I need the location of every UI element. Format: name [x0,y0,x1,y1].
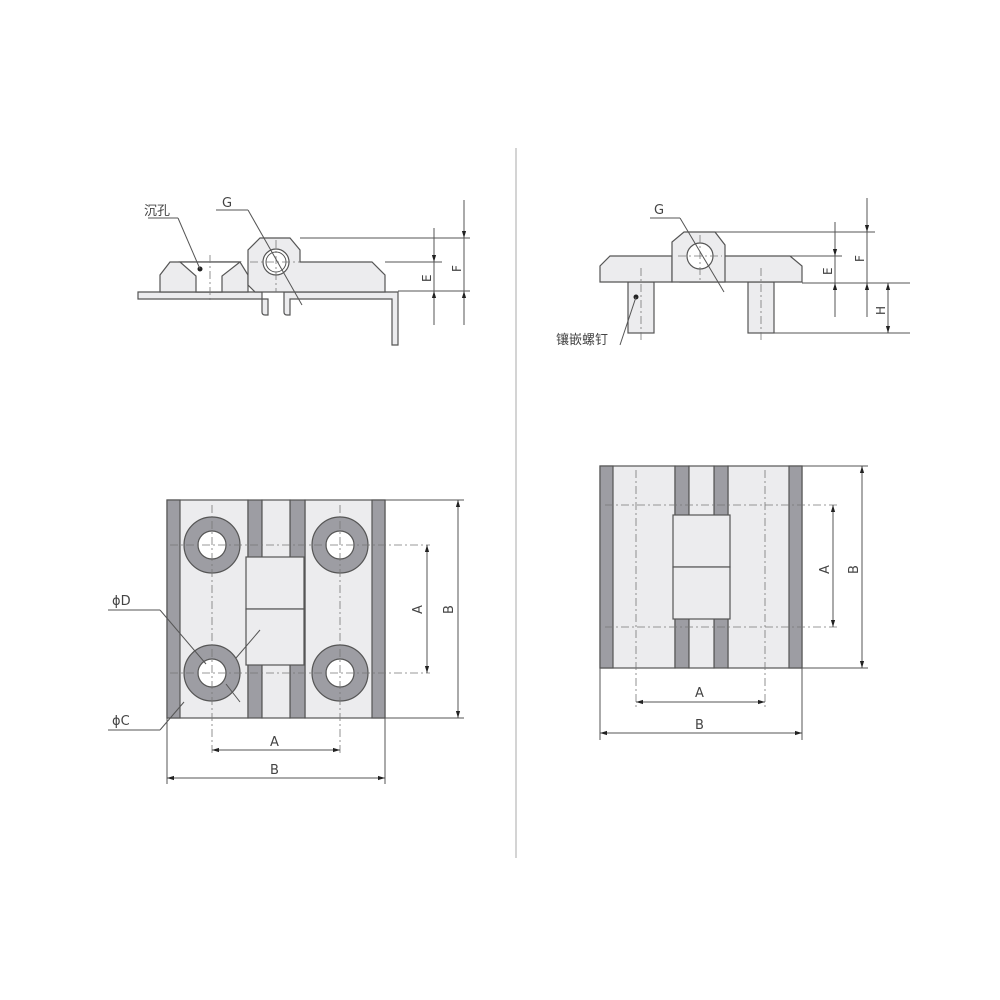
left-side-view: 沉孔 G E F [137,196,470,346]
a-label: A [818,565,833,574]
diameter-d-label: ϕD [112,594,131,609]
g-label: G [654,203,664,218]
e-label: E [821,267,835,275]
e-label: E [420,274,434,282]
b-h-label: B [270,763,279,778]
a-label: A [411,605,426,614]
f-label: F [450,265,464,272]
h-label: H [874,306,888,315]
right-front-view: A B A B [599,465,868,740]
countersink-label: 沉孔 [144,204,170,219]
diameter-c-label: ϕC [112,714,130,729]
right-side-view: 镶嵌螺钉 G E F H [556,198,910,348]
g-label: G [222,196,232,211]
b-label: B [442,605,457,614]
b-label: B [847,565,862,574]
b-h-label: B [695,718,704,733]
insert-screw-label: 镶嵌螺钉 [556,332,608,348]
left-front-view: A B A B ϕD ϕC [108,499,464,784]
a-h-label: A [270,735,279,750]
f-label: F [853,255,867,262]
a-h-label: A [695,686,704,701]
